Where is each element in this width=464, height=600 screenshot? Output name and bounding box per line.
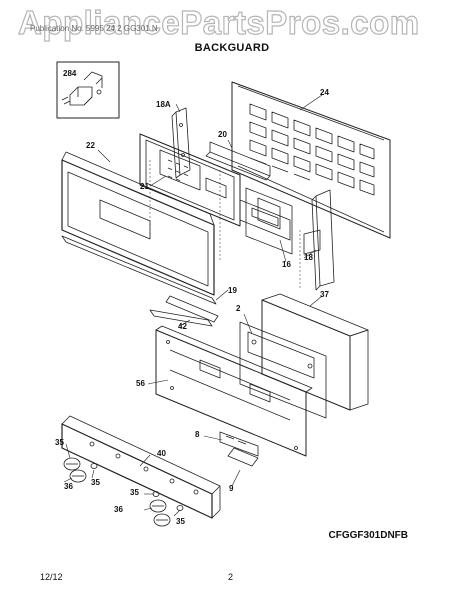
callout-36-b: 36 xyxy=(114,505,123,514)
callout-16: 16 xyxy=(282,260,291,269)
callout-2: 2 xyxy=(236,304,241,313)
part-37-housing xyxy=(239,293,369,419)
callout-35-a: 35 xyxy=(55,438,64,447)
part-8-switch xyxy=(219,431,259,467)
callout-18a: 18A xyxy=(156,100,171,109)
callout-21: 21 xyxy=(140,182,149,191)
callout-19: 19 xyxy=(228,286,237,295)
knobs xyxy=(63,457,184,527)
callout-24: 24 xyxy=(320,88,329,97)
callout-40: 40 xyxy=(157,449,166,458)
callout-18: 18 xyxy=(304,253,313,262)
part-16-side-panel xyxy=(245,187,293,255)
callout-9: 9 xyxy=(229,484,234,493)
callout-284: 284 xyxy=(63,69,77,78)
diagram-title: BACKGUARD xyxy=(194,42,270,54)
inset-box-284 xyxy=(56,61,120,119)
callout-37: 37 xyxy=(320,290,329,299)
part-56-panel xyxy=(155,325,313,457)
watermark-logo: AppliancePartsPros.com xyxy=(17,3,420,41)
callout-35-b: 35 xyxy=(91,478,100,487)
callout-8: 8 xyxy=(195,430,200,439)
callout-22: 22 xyxy=(86,141,95,150)
part-22-frame xyxy=(61,151,215,296)
callout-56: 56 xyxy=(136,379,145,388)
leader-lines xyxy=(63,94,323,517)
callout-36-a: 36 xyxy=(64,482,73,491)
part-18-side-bracket xyxy=(303,189,335,291)
callout-35-c: 35 xyxy=(130,488,139,497)
callout-35-d: 35 xyxy=(176,517,185,526)
part-21-control-panel xyxy=(139,133,291,241)
part-19-trim-strip xyxy=(61,160,301,323)
model-number: CFGGF301DNFB xyxy=(328,530,408,541)
part-42-strip xyxy=(149,309,213,327)
publication-header: Publication No. 5995 24 2 GG301 N xyxy=(30,24,158,33)
part-40-knob-panel xyxy=(61,415,221,519)
part-20-trim xyxy=(205,141,271,181)
footer-date: 12/12 xyxy=(40,572,63,582)
callout-20: 20 xyxy=(218,130,227,139)
callout-42: 42 xyxy=(178,322,187,331)
footer-page-number: 2 xyxy=(228,572,234,582)
